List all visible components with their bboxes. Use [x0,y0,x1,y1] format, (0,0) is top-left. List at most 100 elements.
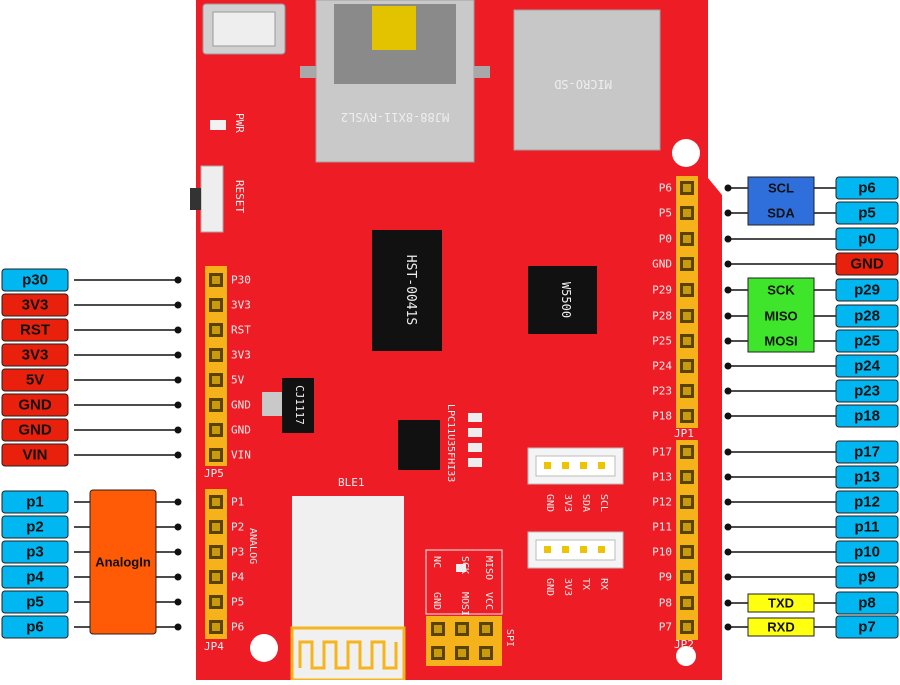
i2c-contact [598,462,605,469]
jp2-label: JP2 [674,638,694,651]
i2c-contact [580,462,587,469]
jp5-header-body [205,266,227,466]
pin-silk-label: P2 [231,521,244,534]
mount-hole [676,646,696,666]
header-pin-pad [683,599,691,607]
header-pin-pad [212,548,220,556]
i2c-connector-inner [535,455,616,477]
pin-tag [835,304,899,328]
pin-tag-label: GND [18,397,52,414]
pin-tag [1,268,69,292]
leader-dot [174,598,182,606]
uart-contact [562,546,569,553]
pin-tag-label: p6 [26,619,44,636]
jp1-label: JP1 [674,427,694,440]
leader-dot [724,573,732,581]
regulator-label: CJ1117 [293,385,306,425]
mcu-label: LPC11U35FHI33 [445,404,456,482]
i2c-scl-label: SCL [768,181,794,196]
pin-silk-label: P29 [652,284,672,297]
ethernet-tab-left [300,66,316,78]
reset-button [200,165,224,233]
pin-tag [1,515,69,539]
pin-tag [835,278,899,302]
header-pin-pad [212,326,220,334]
connector-pin-label: 3V3 [562,578,573,596]
pin-tag-label: p2 [26,519,44,536]
pin-tag [835,440,899,464]
pin-silk-label: P5 [659,207,672,220]
spi-pin-label: SCK [459,556,470,574]
analog-label: ANALOG [247,528,258,564]
pin-tag-label: 3V3 [22,347,49,364]
pin-tag-label: p5 [858,205,876,222]
leader-dot [724,260,732,268]
pin-tag [835,379,899,403]
pin-tag [1,318,69,342]
analog-in-label: AnalogIn [95,555,151,570]
leader-dot [174,623,182,631]
uart-connector-inner [535,539,616,561]
reset-label: RESET [233,180,246,213]
pin-tag [835,490,899,514]
pin-silk-label: GND [231,424,251,437]
header-pin-pad [212,523,220,531]
pin-silk-label: P12 [652,496,672,509]
leader-dot [174,426,182,434]
pin-silk-label: P7 [659,621,672,634]
pin-silk-label: GND [231,399,251,412]
pin-tag-label: 5V [26,372,44,389]
right-pin-tags: p6p5p0GNDp29p28p25p24p23p18p17p13p12p11p… [724,176,899,639]
header-pin-pad [683,286,691,294]
spi-pin-label: VCC [483,592,494,610]
mount-hole [250,634,278,662]
header-pin-pad [212,598,220,606]
leader-dot [174,401,182,409]
leader-dot [174,351,182,359]
leader-dot [174,301,182,309]
leader-dot [724,412,732,420]
pin-silk-label: 3V3 [231,299,251,312]
pin-tag [1,565,69,589]
pin-tag [1,393,69,417]
pin-silk-label: P23 [652,385,672,398]
pin-silk-label: P25 [652,335,672,348]
pin-silk-label: P6 [231,621,244,634]
pin-tag [1,540,69,564]
header-pin-pad [683,548,691,556]
analog-in-box [89,489,157,635]
uart-box [747,617,815,637]
leader-dot [724,235,732,243]
pin-tag-label: p18 [854,408,880,425]
pin-tag-label: GND [18,422,52,439]
smd-component [468,443,482,452]
pin-silk-label: P24 [652,360,672,373]
ble-antenna [298,640,398,670]
w5500-chip-label: W5500 [559,282,573,318]
pin-tag-label: p0 [858,231,876,248]
pin-silk-label: P9 [659,571,672,584]
header-pin-pad [683,387,691,395]
pin-tag [835,227,899,251]
leader-dot [174,376,182,384]
header-pin-pad [683,623,691,631]
i2c-box [747,176,815,226]
pin-tag-label: 3V3 [22,297,49,314]
header-pin-pad [683,448,691,456]
header-pin-pad [683,412,691,420]
leader-dot [724,448,732,456]
pwr-led [210,120,226,130]
header-pin-pad [212,276,220,284]
pin-tag [1,443,69,467]
header-pin-pad [683,498,691,506]
pin-tag [1,590,69,614]
header-pin-pad [683,473,691,481]
leader-dot [724,209,732,217]
leader-dot [724,184,732,192]
pin-tag-label: p23 [854,383,880,400]
reset-button-cap [190,188,201,210]
pin-silk-label: P10 [652,546,672,559]
pin-tag-label: p30 [22,272,48,289]
